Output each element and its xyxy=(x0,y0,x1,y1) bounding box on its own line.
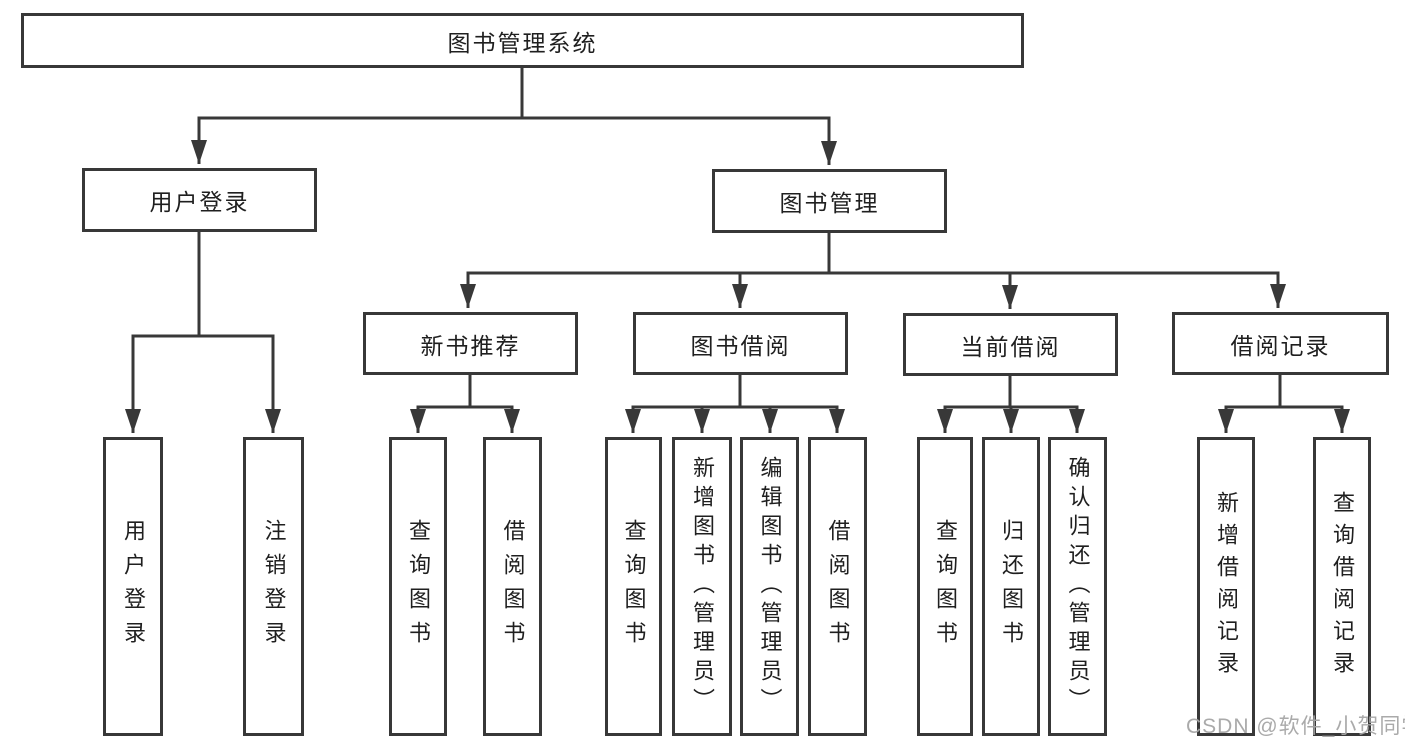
leaf-confirm-return-admin: 确认归还（管理员） xyxy=(1048,437,1107,736)
leaf-confirm-return-admin-label: 确认归还（管理员） xyxy=(1065,456,1091,717)
node-new-book-recommend-label: 新书推荐 xyxy=(420,332,521,359)
node-book-borrow: 图书借阅 xyxy=(633,312,848,375)
node-user-login: 用户登录 xyxy=(82,168,317,232)
leaf-logout-label: 注销登录 xyxy=(261,518,287,655)
csdn-watermark: CSDN @软件_小贺同学 xyxy=(1186,715,1405,738)
leaf-return-book: 归还图书 xyxy=(982,437,1040,736)
node-user-login-label: 用户登录 xyxy=(149,189,250,215)
leaf-query-books-borrow: 查询图书 xyxy=(605,437,662,736)
leaf-borrow-books-borrow-label: 借阅图书 xyxy=(825,518,851,655)
node-current-borrow: 当前借阅 xyxy=(903,313,1118,376)
node-book-management: 图书管理 xyxy=(712,169,947,233)
leaf-edit-book-admin-label: 编辑图书（管理员） xyxy=(757,456,783,717)
node-book-borrow-label: 图书借阅 xyxy=(690,332,791,359)
leaf-query-books-current-label: 查询图书 xyxy=(933,518,958,655)
node-current-borrow-label: 当前借阅 xyxy=(960,333,1061,360)
leaf-query-books-current: 查询图书 xyxy=(917,437,973,736)
node-borrow-records-label: 借阅记录 xyxy=(1230,332,1331,359)
leaf-query-books-recommend-label: 查询图书 xyxy=(406,518,431,655)
node-borrow-records: 借阅记录 xyxy=(1172,312,1389,375)
node-root: 图书管理系统 xyxy=(21,13,1024,68)
leaf-logout: 注销登录 xyxy=(243,437,304,736)
leaf-add-borrow-record-label: 新增借阅记录 xyxy=(1214,490,1239,683)
leaf-query-books-recommend: 查询图书 xyxy=(389,437,447,736)
leaf-user-login-label: 用户登录 xyxy=(121,518,146,655)
node-book-management-label: 图书管理 xyxy=(779,190,880,216)
leaf-add-book-admin-label: 新增图书（管理员） xyxy=(690,456,715,717)
leaf-return-book-label: 归还图书 xyxy=(999,518,1024,655)
leaf-user-login: 用户登录 xyxy=(103,437,163,736)
leaf-add-book-admin: 新增图书（管理员） xyxy=(672,437,732,736)
leaf-borrow-books-borrow: 借阅图书 xyxy=(808,437,867,736)
leaf-query-borrow-record-label: 查询借阅记录 xyxy=(1330,490,1355,683)
node-new-book-recommend: 新书推荐 xyxy=(363,312,578,375)
leaf-query-borrow-record: 查询借阅记录 xyxy=(1313,437,1371,736)
leaf-borrow-books-recommend: 借阅图书 xyxy=(483,437,542,736)
leaf-add-borrow-record: 新增借阅记录 xyxy=(1197,437,1255,736)
leaf-query-books-borrow-label: 查询图书 xyxy=(621,518,647,655)
node-root-label: 图书管理系统 xyxy=(447,29,598,56)
leaf-edit-book-admin: 编辑图书（管理员） xyxy=(740,437,799,736)
leaf-borrow-books-recommend-label: 借阅图书 xyxy=(500,518,526,655)
